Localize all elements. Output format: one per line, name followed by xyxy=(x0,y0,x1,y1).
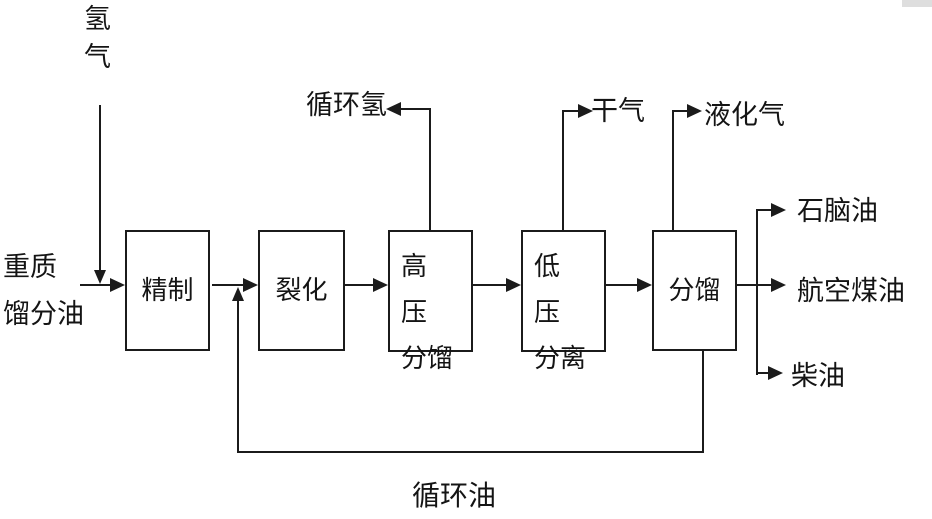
label-heavy-distillate-feed: 重质 馏分油 xyxy=(3,252,84,330)
process-box-refining-label: 精制 xyxy=(141,275,194,306)
label-aviation-kerosene: 航空煤油 xyxy=(797,276,905,307)
naphtha-arrowhead-right-icon xyxy=(771,203,786,217)
connector-arrowhead-right-icon xyxy=(373,278,388,292)
recycle-hydrogen-vertical-line xyxy=(429,108,431,230)
dry-gas-arrowhead-right-icon xyxy=(578,104,593,118)
dry-gas-vertical-line xyxy=(562,110,564,230)
label-liquefied-gas: 液化气 xyxy=(704,100,785,131)
lpg-arrowhead-right-icon xyxy=(687,104,702,118)
label-dry-gas: 干气 xyxy=(591,96,645,127)
process-box-high-pressure-fractionation-label: 高 压 分馏 xyxy=(401,252,454,374)
lpg-vertical-line xyxy=(672,110,674,230)
connector-cracking-to-hp-fractionation xyxy=(345,284,375,286)
cycle-oil-arrowhead-up-icon xyxy=(232,287,244,301)
process-box-fractionation-label: 分馏 xyxy=(668,275,721,306)
process-box-high-pressure-fractionation: 高 压 分馏 xyxy=(388,230,473,374)
cycle-oil-bottom-line xyxy=(237,451,704,453)
label-recycle-hydrogen: 循环氢 xyxy=(306,90,387,121)
diesel-branch-line xyxy=(758,372,769,374)
process-box-low-pressure-separation: 低 压 分离 xyxy=(521,230,606,374)
connector-arrowhead-right-icon xyxy=(506,278,521,292)
connector-hp-to-lp xyxy=(473,284,508,286)
naphtha-branch-line xyxy=(758,209,772,211)
cycle-oil-left-vertical-line xyxy=(237,299,239,453)
cycle-oil-right-vertical-line xyxy=(702,351,704,453)
process-box-low-pressure-separation-label: 低 压 分离 xyxy=(534,252,587,374)
diesel-arrowhead-right-icon xyxy=(768,366,783,380)
feed-connector-line xyxy=(80,284,112,286)
process-box-cracking: 裂化 xyxy=(258,230,345,351)
lpg-horizontal-line xyxy=(674,110,688,112)
feed-arrowhead-right-icon xyxy=(110,278,125,292)
label-diesel: 柴油 xyxy=(791,361,845,392)
product-manifold-line xyxy=(756,209,758,375)
process-box-refining: 精制 xyxy=(125,230,210,351)
hydrogen-arrowhead-down-icon xyxy=(94,270,106,284)
connector-arrowhead-right-icon xyxy=(637,278,652,292)
label-hydrogen-gas: 氢 气 xyxy=(84,4,111,73)
recycle-hydrogen-horizontal-line xyxy=(400,108,431,110)
process-box-cracking-label: 裂化 xyxy=(275,275,328,306)
label-naphtha: 石脑油 xyxy=(797,196,878,227)
label-cycle-oil: 循环油 xyxy=(412,479,497,512)
jet-fuel-arrowhead-right-icon xyxy=(771,278,786,292)
connector-arrowhead-right-icon xyxy=(243,278,258,292)
connector-refining-to-cracking xyxy=(212,284,245,286)
dry-gas-horizontal-line xyxy=(564,110,579,112)
fractionation-outlet-line xyxy=(737,284,758,286)
recycle-hydrogen-arrowhead-left-icon xyxy=(386,102,401,116)
connector-lp-to-fractionation xyxy=(606,284,639,286)
jet-fuel-branch-line xyxy=(758,284,772,286)
hydrogen-connector-line xyxy=(99,105,101,272)
process-box-fractionation: 分馏 xyxy=(652,230,737,351)
scrollbar-fragment[interactable] xyxy=(902,0,932,7)
